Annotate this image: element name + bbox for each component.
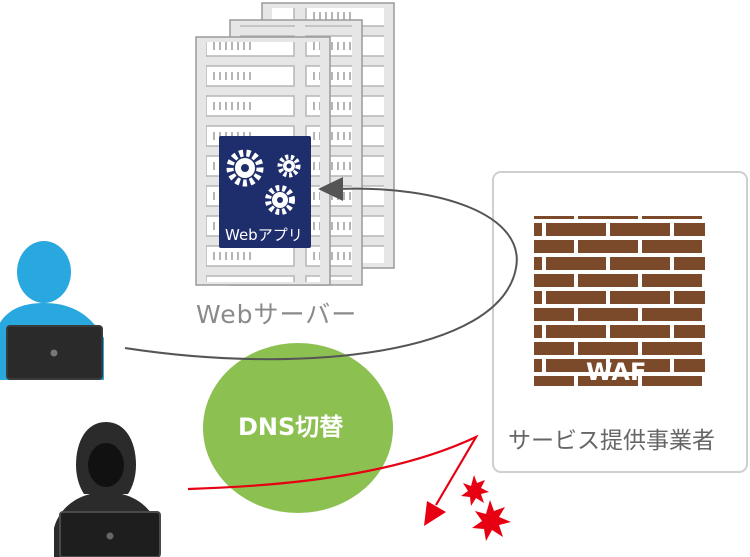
legit-traffic-flow	[124, 187, 518, 361]
brick-wall-icon	[534, 216, 705, 386]
gear-icon	[226, 149, 264, 187]
web-app-panel	[219, 136, 311, 248]
laptop-icon	[6, 325, 103, 380]
burst-icon	[461, 475, 489, 506]
web-server-caption: Webサーバー	[196, 300, 358, 329]
gear-icon	[265, 185, 295, 215]
attack-traffic-flow	[187, 434, 479, 506]
legit-flow-arrowhead	[318, 177, 343, 201]
gear-icon	[277, 154, 301, 178]
laptop-icon	[59, 511, 161, 557]
web-app-label: Webアプリ	[225, 226, 303, 244]
web-server-stack	[195, 2, 395, 286]
service-provider-label: サービス提供事業者	[508, 428, 715, 454]
dns-switch-label: DNS切替	[238, 413, 344, 441]
waf-label: WAF	[586, 358, 647, 386]
waf-provider-box	[492, 171, 748, 473]
attack-flow-arrowhead	[424, 501, 446, 526]
burst-icon	[472, 500, 511, 541]
dns-switch-circle	[203, 343, 393, 513]
